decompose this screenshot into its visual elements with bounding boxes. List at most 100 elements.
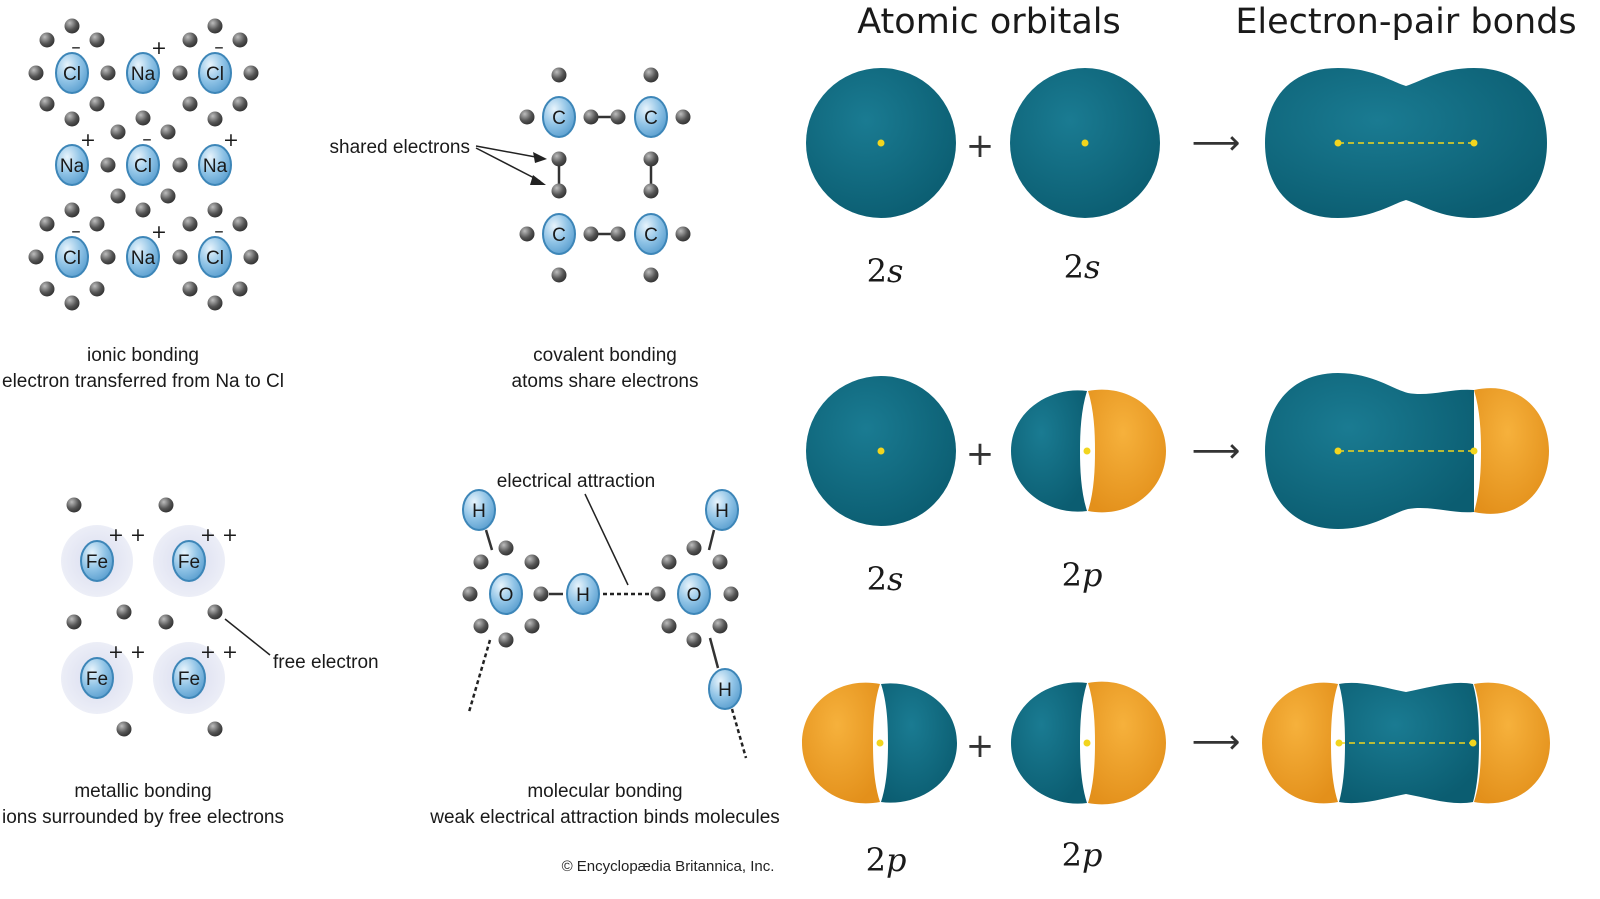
- charge-sign: –: [214, 220, 224, 242]
- metallic-caption-title: metallic bonding: [74, 781, 211, 802]
- electron: [583, 226, 599, 242]
- electron: [524, 554, 540, 570]
- atom-label: H: [715, 501, 729, 522]
- molecular-bonds: [484, 529, 720, 669]
- covalent-panel: C C C C shared electrons covalent bondin…: [330, 67, 699, 392]
- molecular-electrons: [462, 540, 739, 648]
- charge-sign: –: [142, 128, 152, 150]
- nucleus-dot: [877, 139, 885, 147]
- charge-sign: +: [151, 221, 167, 243]
- plus-sign: +: [966, 434, 995, 474]
- atom-label: H: [576, 585, 590, 606]
- arrow-right-icon: ⟶: [1192, 431, 1241, 471]
- electron: [643, 151, 659, 167]
- atom-label: C: [552, 108, 566, 129]
- atom-label: C: [552, 225, 566, 246]
- p-orbital: [1011, 681, 1166, 805]
- free-electron: [207, 604, 223, 620]
- electron: [207, 111, 223, 127]
- covalent-bonds: [557, 115, 653, 236]
- electron: [89, 32, 105, 48]
- charge-sign: + +: [200, 524, 238, 546]
- electron: [243, 65, 259, 81]
- molecular-panel: H O H H O H electrical: [429, 471, 780, 828]
- electron: [675, 109, 691, 125]
- ionic-caption-title: ionic bonding: [87, 345, 199, 366]
- electron: [116, 721, 132, 737]
- atom-label: Fe: [178, 552, 200, 573]
- hydrogen-atom: H: [708, 668, 742, 710]
- electrical-attraction-callout: electrical attraction: [497, 471, 655, 586]
- electron: [661, 618, 677, 634]
- electron: [100, 157, 116, 173]
- electron: [207, 721, 223, 737]
- electron: [712, 618, 728, 634]
- molecular-caption-title: molecular bonding: [527, 781, 682, 802]
- orbitals-panel: Atomic orbitals Electron-pair bonds + ⟶ …: [802, 2, 1577, 879]
- free-electron-label: free electron: [273, 652, 379, 673]
- atom-label: Fe: [86, 552, 108, 573]
- atom-label: Na: [131, 64, 156, 85]
- electron: [64, 18, 80, 34]
- covalent-caption-title: covalent bonding: [533, 345, 677, 366]
- atom-label: Cl: [206, 64, 224, 85]
- atom-label: Cl: [134, 156, 152, 177]
- ion-sodium: Na +: [198, 129, 239, 186]
- electron: [610, 109, 626, 125]
- hydrogen-bond-lines: [467, 592, 748, 759]
- nucleus-dot: [1081, 139, 1089, 147]
- electron: [551, 67, 567, 83]
- electron: [89, 281, 105, 297]
- arrow-right-icon: ⟶: [1192, 722, 1241, 762]
- ionic-atoms: Cl – Na + Cl – Na + Cl –: [55, 36, 239, 278]
- atom-label: Na: [131, 248, 156, 269]
- electron: [110, 188, 126, 204]
- electron: [135, 110, 151, 126]
- hydrogen-atom: H: [462, 489, 496, 531]
- electron: [28, 249, 44, 265]
- oxygen-atom: O: [677, 573, 711, 615]
- ionic-panel: Cl – Na + Cl – Na + Cl –: [2, 18, 284, 392]
- electron: [232, 281, 248, 297]
- ionic-caption-description: electron transferred from Na to Cl: [2, 371, 284, 392]
- electron: [723, 586, 739, 602]
- oxygen-atom: O: [489, 573, 523, 615]
- electron: [100, 65, 116, 81]
- atom-label: H: [472, 501, 486, 522]
- p-orbital: [1011, 389, 1166, 513]
- electron: [551, 151, 567, 167]
- electron: [524, 618, 540, 634]
- electron: [643, 267, 659, 283]
- electron: [462, 586, 478, 602]
- atom-label: O: [687, 585, 702, 606]
- covalent-electrons: [519, 67, 691, 283]
- electron: [533, 586, 549, 602]
- electron: [160, 188, 176, 204]
- sigma-bond-p-p: [1262, 682, 1550, 804]
- orbital-label: 2s: [867, 560, 904, 598]
- electron: [551, 267, 567, 283]
- electron: [232, 96, 248, 112]
- electron: [182, 281, 198, 297]
- orbital-label: 2s: [1064, 248, 1101, 286]
- electron: [583, 109, 599, 125]
- covalent-caption-description: atoms share electrons: [512, 371, 699, 392]
- electron-pair-bonds-heading: Electron-pair bonds: [1235, 2, 1576, 42]
- electron: [182, 216, 198, 232]
- nucleus-dot: [877, 447, 885, 455]
- atom-label: C: [644, 108, 658, 129]
- orbital-row-s-s: + ⟶ 2s 2s: [806, 68, 1547, 290]
- electron: [498, 540, 514, 556]
- electron: [100, 249, 116, 265]
- electron: [135, 202, 151, 218]
- orbital-label: 2p: [866, 841, 907, 879]
- atomic-orbitals-heading: Atomic orbitals: [857, 2, 1121, 42]
- copyright-notice: © Encyclopædia Britannica, Inc.: [562, 858, 775, 875]
- atom-label: Na: [60, 156, 85, 177]
- electron: [712, 554, 728, 570]
- molecular-atoms: H O H H O H: [462, 489, 742, 710]
- charge-sign: –: [71, 36, 81, 58]
- electron: [64, 111, 80, 127]
- metallic-caption-description: ions surrounded by free electrons: [2, 807, 284, 828]
